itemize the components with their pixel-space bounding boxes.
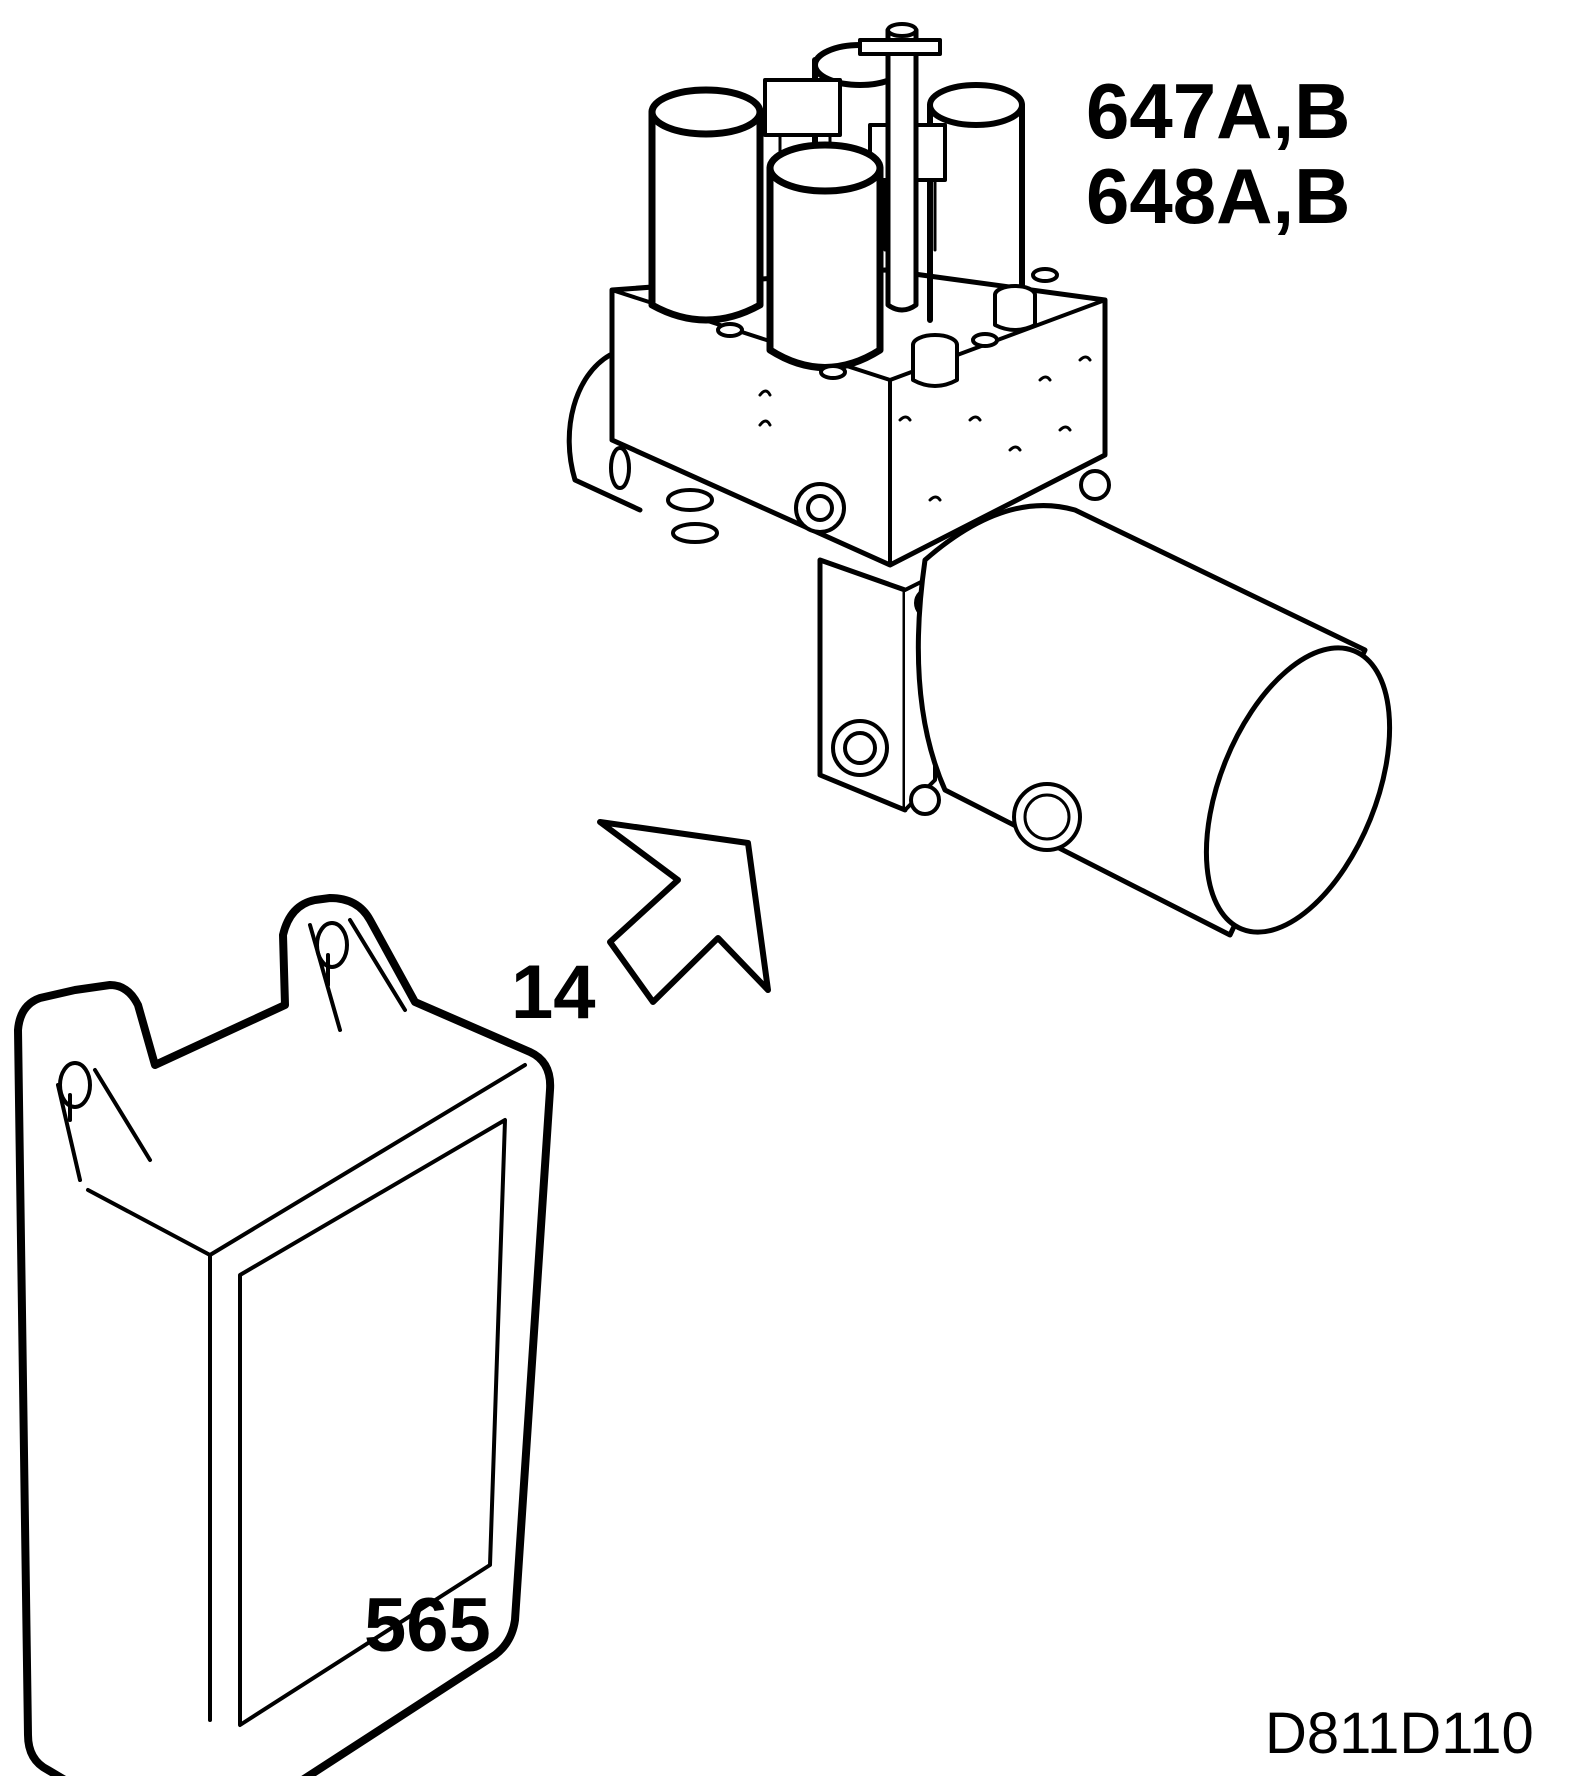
arrow-callout: 14 — [511, 950, 596, 1035]
unit-callout-upper: 647A,B — [1086, 67, 1351, 155]
hydraulic-unit-icon — [566, 22, 1393, 938]
unit-callout-lower: 648A,B — [1086, 152, 1351, 240]
control-module-icon — [14, 894, 555, 1776]
module-callout: 565 — [364, 1583, 491, 1668]
figure-reference: D811D110 — [1265, 1701, 1534, 1766]
direction-arrow-icon — [597, 819, 771, 1005]
